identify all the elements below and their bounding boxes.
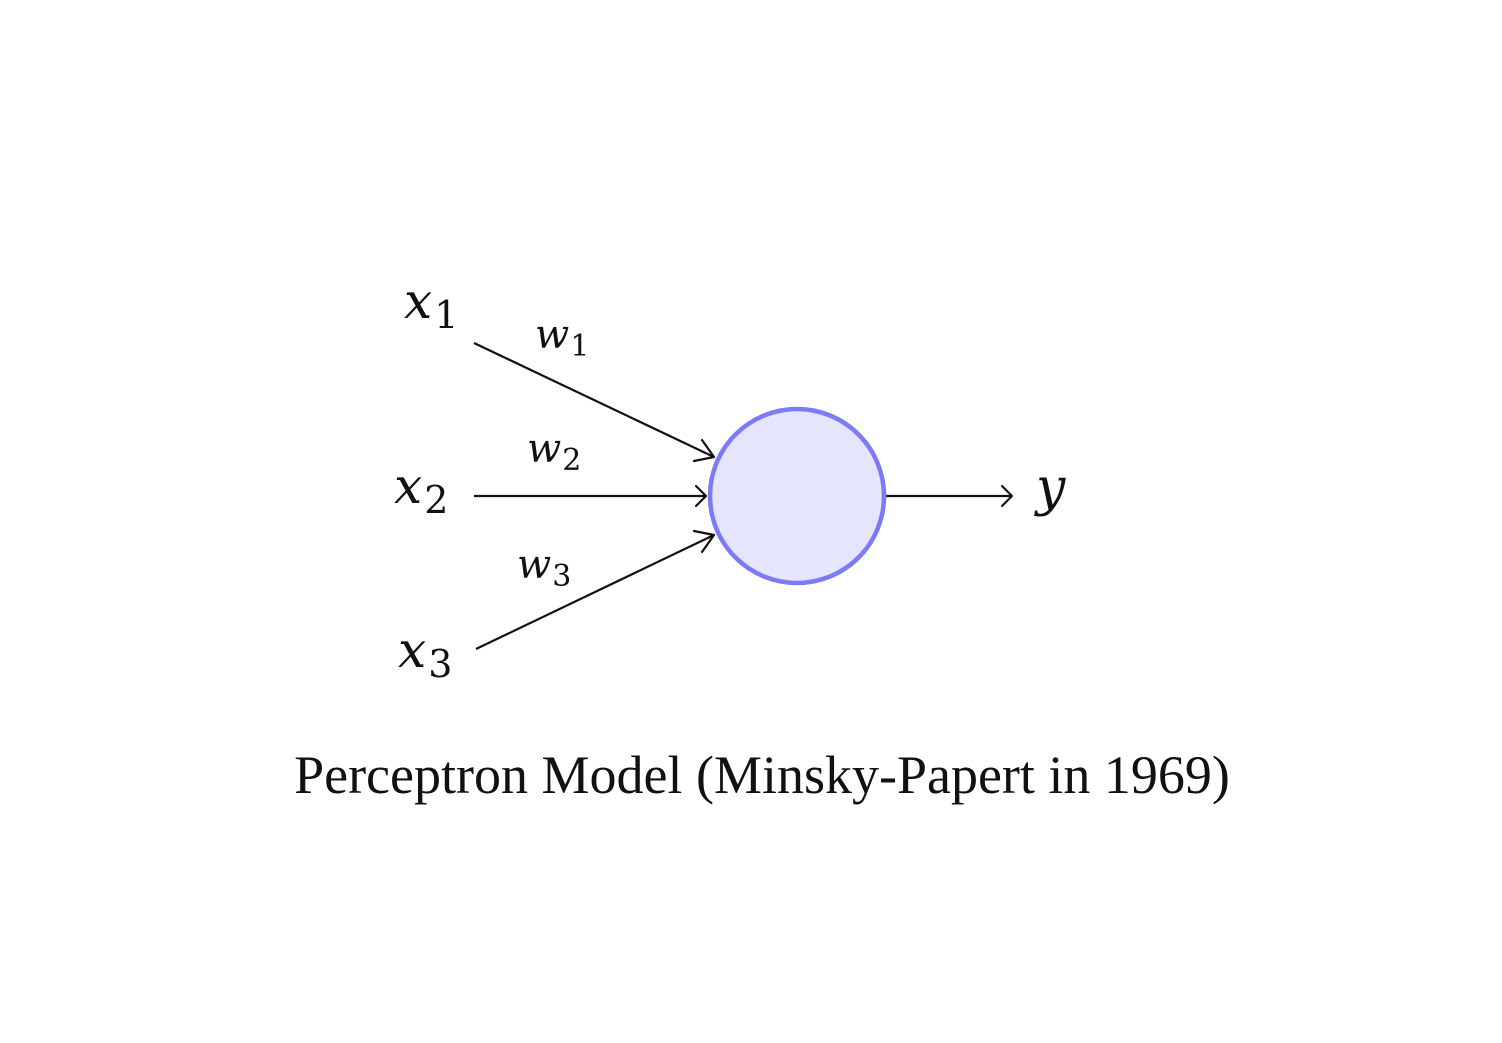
weight-label-w1: w1: [535, 312, 589, 364]
input-label-x2: x2: [394, 457, 448, 522]
edge-x1: [473, 342, 715, 458]
arrowhead-x1: [692, 438, 716, 463]
arrowhead-x3: [692, 529, 716, 554]
output-label-y: y: [1034, 458, 1066, 518]
input-label-x1: x1: [404, 272, 458, 337]
neuron-node: [707, 406, 887, 586]
diagram-caption: Perceptron Model (Minsky-Papert in 1969): [294, 745, 1230, 805]
weight-label-w2: w2: [527, 426, 581, 478]
edge-x3: [475, 534, 715, 650]
input-label-x3: x3: [398, 621, 452, 686]
weight-label-w3: w3: [517, 542, 571, 594]
arrowhead-x2: [694, 484, 708, 508]
arrowhead-output: [1000, 484, 1014, 508]
